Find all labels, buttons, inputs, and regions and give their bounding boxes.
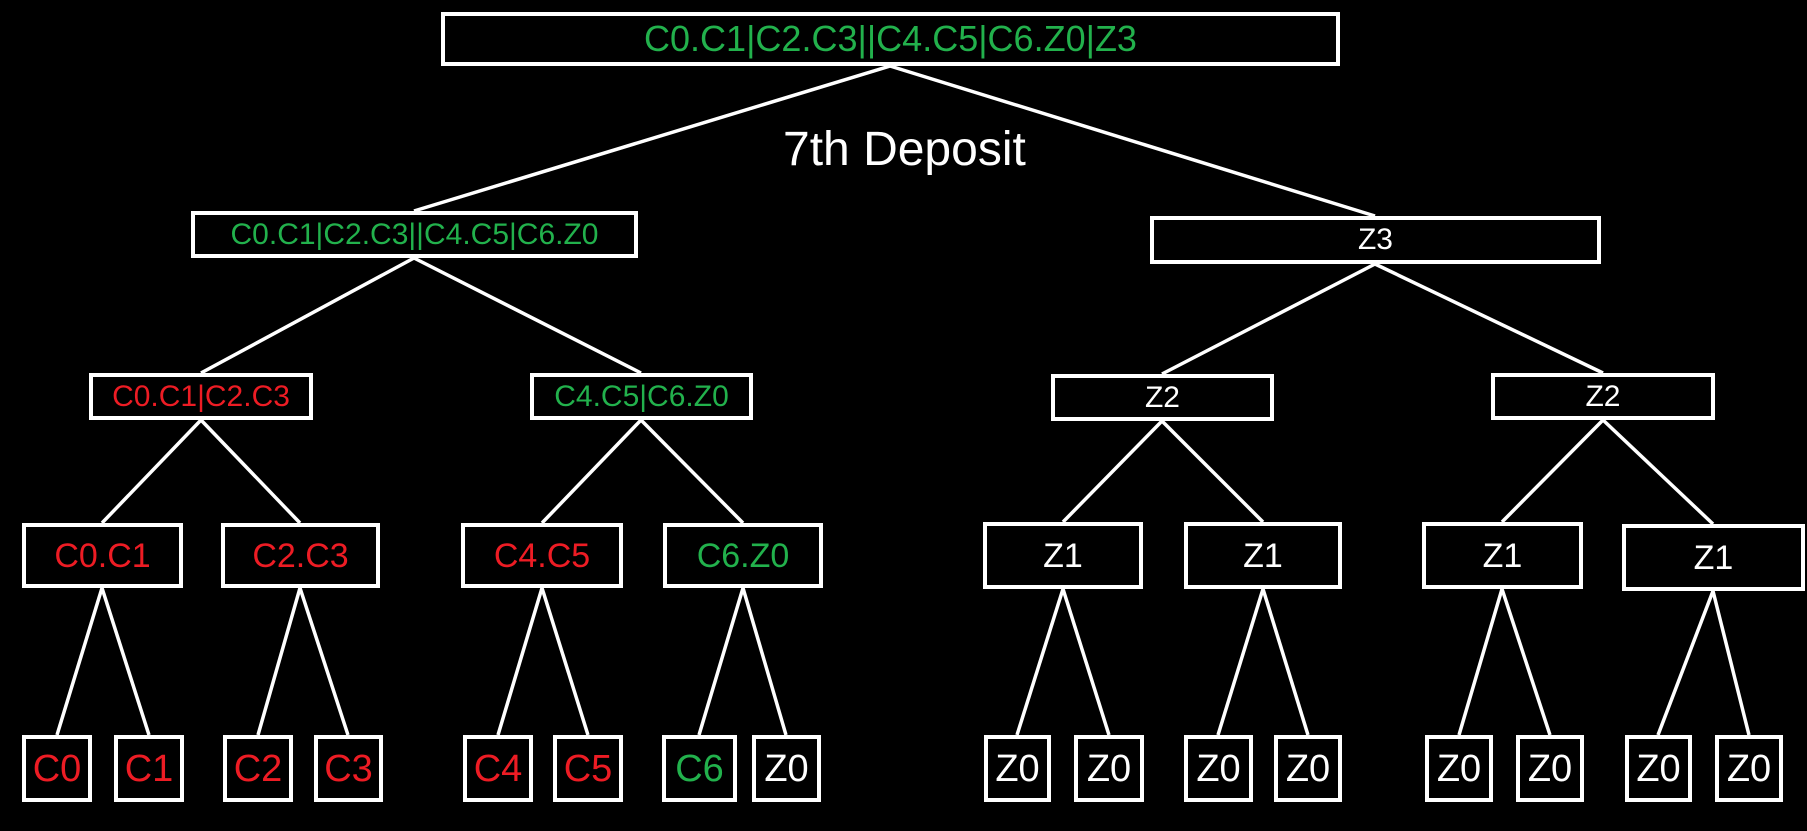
leaf-node-9: Z0 — [1074, 735, 1144, 802]
tree-edge — [298, 587, 350, 736]
leaf-node-10: Z0 — [1184, 735, 1253, 802]
tree-edge — [1374, 262, 1604, 375]
tree-node-l3-3: Z2 — [1491, 373, 1715, 420]
leaf-node-3: C3 — [314, 735, 383, 802]
tree-edge — [1161, 262, 1376, 376]
leaf-node-11: Z0 — [1274, 735, 1342, 802]
tree-edge — [1261, 588, 1310, 736]
tree-edge — [741, 587, 788, 736]
deposit-annotation: 7th Deposit — [783, 123, 1026, 176]
tree-edge — [1656, 590, 1715, 736]
tree-edge — [199, 418, 302, 525]
tree-edge — [100, 418, 203, 525]
tree-node-l2-1: Z3 — [1150, 216, 1601, 264]
tree-edge — [1711, 590, 1751, 736]
tree-edge — [1500, 418, 1605, 524]
leaf-node-6: C6 — [662, 735, 737, 802]
tree-edge — [1216, 588, 1265, 736]
tree-edge — [1061, 588, 1111, 736]
tree-node-root: C0.C1|C2.C3||C4.C5|C6.Z0|Z3 — [441, 12, 1340, 66]
tree-edge — [200, 256, 415, 375]
tree-edge — [413, 256, 642, 375]
tree-node-l4-0: C0.C1 — [22, 523, 183, 588]
tree-edge — [496, 587, 544, 736]
tree-node-l2-0: C0.C1|C2.C3||C4.C5|C6.Z0 — [191, 211, 638, 258]
tree-node-l3-2: Z2 — [1051, 374, 1274, 421]
tree-edge — [540, 587, 590, 736]
tree-edge — [1160, 419, 1265, 524]
tree-node-l4-1: C2.C3 — [221, 523, 380, 588]
tree-edge — [540, 418, 643, 525]
leaf-node-8: Z0 — [984, 735, 1051, 802]
leaf-node-5: C5 — [553, 735, 623, 802]
tree-edge — [1601, 418, 1715, 526]
leaf-node-0: C0 — [22, 735, 92, 802]
tree-node-l4-2: C4.C5 — [461, 523, 623, 588]
tree-edge — [639, 418, 745, 525]
tree-edge — [1457, 588, 1504, 736]
tree-edge — [697, 587, 745, 736]
leaf-node-4: C4 — [463, 735, 533, 802]
tree-edge — [1061, 419, 1164, 524]
tree-edge — [1015, 588, 1065, 736]
tree-node-l3-0: C0.C1|C2.C3 — [89, 373, 313, 420]
tree-node-l3-1: C4.C5|C6.Z0 — [530, 373, 753, 420]
tree-node-l4-3: C6.Z0 — [663, 523, 823, 588]
leaf-node-2: C2 — [223, 735, 293, 802]
leaf-node-1: C1 — [114, 735, 184, 802]
tree-edge — [100, 587, 151, 736]
leaf-node-7: Z0 — [752, 735, 821, 802]
tree-edge — [55, 587, 104, 736]
leaf-node-12: Z0 — [1425, 735, 1493, 802]
tree-node-l4-5: Z1 — [1184, 522, 1342, 589]
tree-node-l4-7: Z1 — [1622, 524, 1805, 591]
tree-node-l4-6: Z1 — [1422, 522, 1583, 589]
tree-node-l4-4: Z1 — [983, 522, 1143, 589]
leaf-node-15: Z0 — [1715, 735, 1783, 802]
leaf-node-14: Z0 — [1625, 735, 1692, 802]
leaf-node-13: Z0 — [1516, 735, 1584, 802]
tree-edge — [1500, 588, 1552, 736]
tree-edge — [256, 587, 302, 736]
